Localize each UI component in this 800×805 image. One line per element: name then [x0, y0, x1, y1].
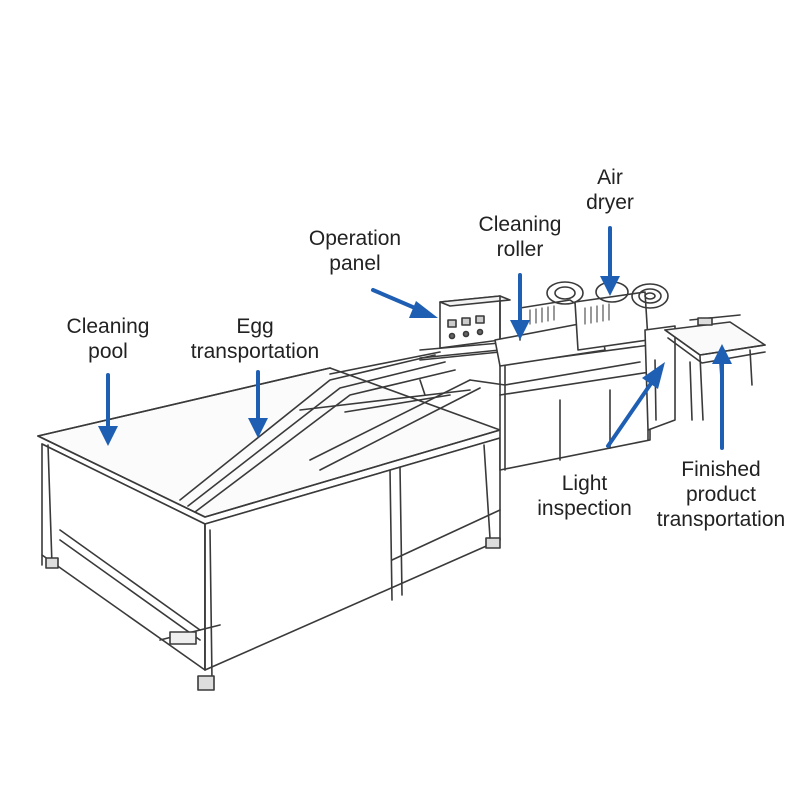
air-dryer-housing [546, 281, 669, 351]
arrow-light-inspection-head [642, 362, 665, 389]
label-air-dryer-line-2: dryer [586, 191, 634, 214]
label-operation-panel-line-1: Operation [308, 227, 402, 250]
label-egg-transportation-line-2: transportation [190, 340, 320, 363]
label-operation-panel: Operation panel [300, 226, 410, 276]
arrow-operation-panel-head [409, 301, 438, 318]
label-egg-transportation-line-1: Egg [236, 315, 274, 338]
label-cleaning-pool-line-1: Cleaning [66, 315, 150, 338]
label-light-inspection-line-1: Light [561, 472, 608, 495]
arrow-cleaning-roller-head [510, 320, 530, 340]
arrow-cleaning-pool-head [98, 426, 118, 446]
label-finished-product-line-1: Finished [681, 458, 761, 481]
label-light-inspection: Light inspection [527, 471, 642, 521]
egg-conveyor [179, 351, 481, 513]
label-finished-product-line-3: transportation [656, 508, 786, 531]
label-cleaning-pool-line-2: pool [88, 340, 128, 363]
label-cleaning-roller: Cleaning roller [470, 212, 570, 262]
arrow-light-inspection [606, 380, 654, 448]
label-air-dryer: Air dryer [575, 165, 645, 215]
callout-arrows [98, 226, 732, 450]
arrow-finished-product-head [712, 344, 732, 364]
label-cleaning-pool: Cleaning pool [58, 314, 158, 364]
label-air-dryer-line-1: Air [597, 166, 623, 189]
label-finished-product: Finished product transportation [646, 457, 796, 532]
arrow-air-dryer-head [600, 276, 620, 296]
label-finished-product-line-2: product [685, 483, 757, 506]
label-operation-panel-line-2: panel [329, 252, 381, 275]
label-cleaning-roller-line-2: roller [496, 238, 544, 261]
arrow-egg-transportation-head [248, 418, 268, 438]
label-egg-transportation: Egg transportation [180, 314, 330, 364]
label-cleaning-roller-line-1: Cleaning [478, 213, 562, 236]
operation-panel-box [419, 295, 511, 359]
finished-product-conveyor [664, 314, 766, 421]
label-light-inspection-line-2: inspection [537, 497, 632, 520]
